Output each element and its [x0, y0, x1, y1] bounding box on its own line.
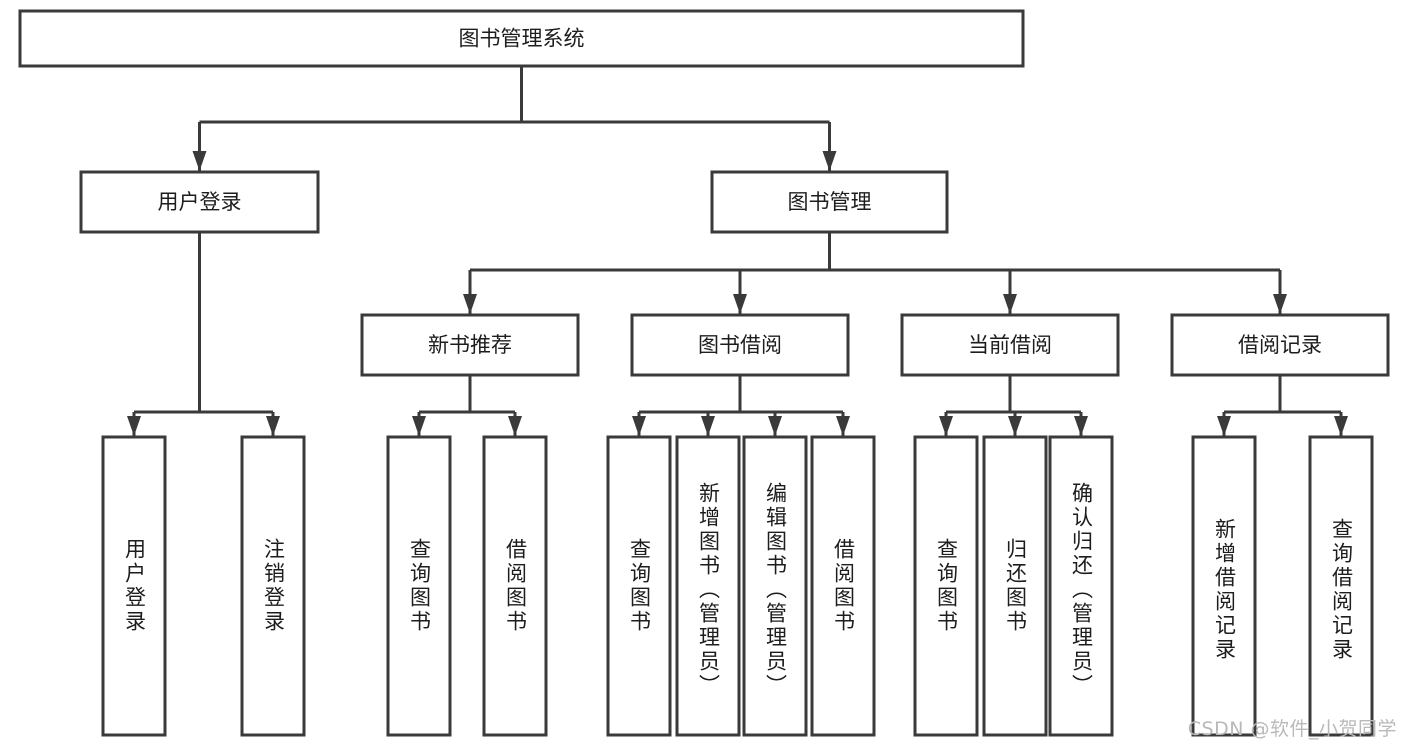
node-box-编辑图书管理员: [742, 435, 808, 737]
arrow-head-icon-books-3: [1273, 294, 1287, 314]
arrow-head-icon-l3-1-3: [836, 416, 850, 436]
node-box-借阅图书: [482, 435, 548, 737]
arrow-head-icon-books-1: [733, 294, 747, 314]
arrow-head-icon-login-0: [127, 416, 141, 436]
arrow-head-icon-l3-1-1: [701, 416, 715, 436]
arrow-head-icon-l3-0-0: [412, 416, 426, 436]
node-box-查询图书: [913, 435, 979, 737]
arrow-head-icon-l3-3-0: [1217, 416, 1231, 436]
node-label-当前借阅: 当前借阅: [968, 333, 1052, 357]
node-box-查询图书: [386, 435, 452, 737]
node-box-确认归还管理员: [1048, 435, 1114, 737]
node-box-借阅记录: [1170, 313, 1390, 377]
node-label-图书借阅: 图书借阅: [698, 333, 782, 357]
arrow-head-icon-l3-0-1: [508, 416, 522, 436]
node-box-新增借阅记录: [1191, 435, 1257, 737]
node-box-当前借阅: [900, 313, 1120, 377]
node-label-新书推荐: 新书推荐: [428, 333, 512, 357]
node-box-用户登录: [101, 435, 167, 737]
node-box-用户登录: [79, 170, 320, 234]
arrow-head-icon-l3-3-1: [1334, 416, 1348, 436]
arrow-head-icon-l3-1-2: [768, 416, 782, 436]
arrow-head-icon-root-1: [822, 151, 837, 171]
arrow-head-icon-login-1: [266, 416, 280, 436]
arrow-head-icon-books-2: [1003, 294, 1017, 314]
node-box-注销登录: [240, 435, 306, 737]
node-label-图书管理系统: 图书管理系统: [459, 27, 585, 51]
arrow-head-icon-books-0: [463, 294, 477, 314]
node-box-新书推荐: [360, 313, 580, 377]
node-label-借阅记录: 借阅记录: [1238, 333, 1322, 357]
node-box-图书管理系统: [18, 9, 1025, 68]
node-box-归还图书: [982, 435, 1048, 737]
node-box-图书管理: [710, 170, 949, 234]
arrow-head-icon-l3-2-0: [939, 416, 953, 436]
node-box-借阅图书: [810, 435, 876, 737]
arrow-head-icon-l3-1-0: [632, 416, 646, 436]
node-label-用户登录: 用户登录: [158, 190, 242, 214]
arrow-head-icon-l3-2-1: [1008, 416, 1022, 436]
boxes-layer: [18, 9, 1390, 737]
node-box-图书借阅: [630, 313, 850, 377]
node-box-查询图书: [606, 435, 672, 737]
connectors-layer: [127, 66, 1348, 436]
arrow-head-icon-root-0: [192, 151, 207, 171]
node-box-查询借阅记录: [1308, 435, 1374, 737]
node-box-新增图书管理员: [675, 435, 741, 737]
arrow-head-icon-l3-2-2: [1074, 416, 1088, 436]
watermark-text: CSDN @软件_小贺同学: [1187, 718, 1397, 740]
node-label-图书管理: 图书管理: [788, 190, 872, 214]
